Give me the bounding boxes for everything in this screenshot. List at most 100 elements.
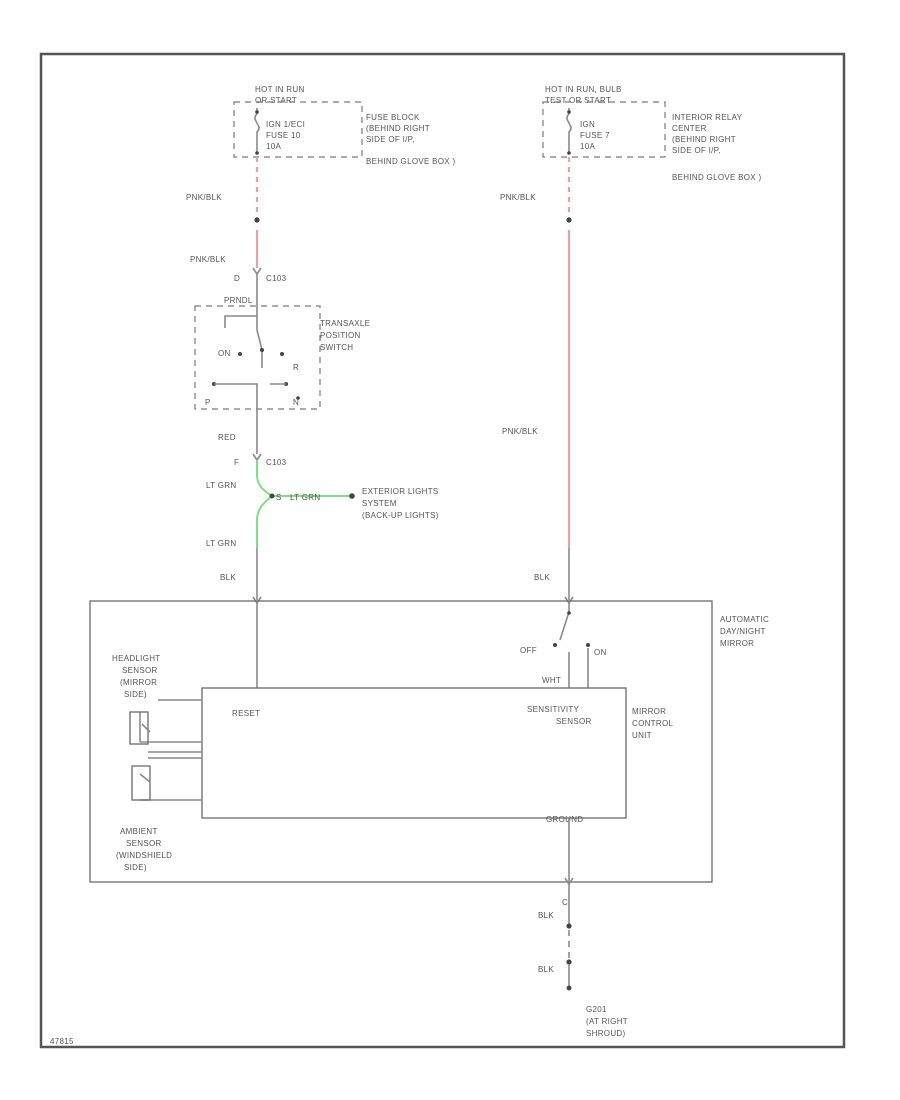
headlight-sensor-2: SENSOR bbox=[122, 666, 158, 675]
label-wht: WHT bbox=[542, 676, 561, 685]
ground-label-2: (AT RIGHT bbox=[586, 1017, 628, 1026]
fuse-right-element bbox=[566, 108, 572, 152]
node-left-1 bbox=[254, 217, 260, 223]
fuse-left-location-1: FUSE BLOCK bbox=[366, 113, 420, 122]
control-reset: RESET bbox=[232, 709, 260, 718]
figure-id: 47815 bbox=[50, 1037, 74, 1046]
automatic-day-night-mirror: AUTOMATIC DAY/NIGHT MIRROR OFF ON WHT RE… bbox=[89, 600, 769, 883]
mirror-off-label: OFF bbox=[520, 646, 537, 655]
ambient-sensor-body bbox=[131, 765, 151, 801]
ambient-sensor-2: SENSOR bbox=[126, 839, 162, 848]
label-ground-pin: C bbox=[562, 898, 568, 907]
mirror-on-label: ON bbox=[594, 648, 607, 657]
ambient-sensor-4: SIDE) bbox=[124, 863, 147, 872]
control-unit-3: UNIT bbox=[632, 731, 652, 740]
switch-pos-p: P bbox=[205, 398, 211, 407]
node-ground-2 bbox=[566, 959, 572, 965]
mirror-title-1: AUTOMATIC bbox=[720, 615, 769, 624]
connector-c103-bottom bbox=[252, 453, 262, 462]
fuse-right-header-2: TEST OR START bbox=[545, 96, 611, 105]
fuse-left-header-2: OR START bbox=[255, 96, 297, 105]
label-pnk-blk-2: PNK/BLK bbox=[190, 255, 226, 264]
mirror-control-unit bbox=[201, 687, 627, 819]
switch-wiper bbox=[224, 306, 263, 368]
connector-c103-top bbox=[252, 267, 262, 276]
switch-title-1: TRANSAXLE bbox=[320, 319, 370, 328]
wire-mirror-wht bbox=[568, 648, 589, 688]
label-c103-top: C103 bbox=[266, 274, 287, 283]
label-lt-grn-2: LT GRN bbox=[290, 493, 320, 502]
headlight-sensor-arrow bbox=[141, 723, 151, 733]
fuse-right-name-1: IGN bbox=[580, 120, 595, 129]
node-ground-1 bbox=[566, 923, 572, 929]
control-unit-2: CONTROL bbox=[632, 719, 673, 728]
mirror-switch-off bbox=[553, 643, 557, 647]
label-splice: S bbox=[276, 493, 282, 502]
ground-label-1: G201 bbox=[586, 1005, 607, 1014]
wire-mirror-switch-feed bbox=[559, 603, 570, 641]
headlight-sensor-body bbox=[129, 711, 149, 745]
fuse-left-header-1: HOT IN RUN bbox=[255, 85, 305, 94]
label-pnk-blk-3: PNK/BLK bbox=[500, 193, 536, 202]
mirror-outline bbox=[89, 600, 713, 883]
fuse-left-location-2: (BEHIND RIGHT bbox=[366, 124, 430, 133]
fuse-right-terminal-top bbox=[567, 110, 571, 114]
fuse-left-location-4: BEHIND GLOVE BOX ) bbox=[366, 157, 455, 166]
mirror-switch-pivot bbox=[567, 611, 571, 615]
label-lt-grn-1: LT GRN bbox=[206, 481, 236, 490]
ambient-sensor-arrow bbox=[139, 773, 151, 783]
fuse-left: HOT IN RUN OR START IGN 1/ECI FUSE 10 10… bbox=[233, 85, 455, 166]
label-blk-3: BLK bbox=[538, 911, 554, 920]
ground-terminal bbox=[566, 985, 572, 991]
label-c103-bottom-pin: F bbox=[234, 458, 239, 467]
label-lt-grn-3: LT GRN bbox=[206, 539, 236, 548]
fuse-left-element bbox=[254, 108, 260, 152]
label-red: RED bbox=[218, 433, 236, 442]
wire-lt-grn-splice bbox=[256, 460, 274, 548]
fuse-right-location-1: INTERIOR RELAY bbox=[672, 113, 743, 122]
control-sensitivity-2: SENSOR bbox=[556, 717, 592, 726]
label-blk-1: BLK bbox=[220, 573, 236, 582]
exterior-lights-1: EXTERIOR LIGHTS bbox=[362, 487, 439, 496]
exterior-lights-3: (BACK-UP LIGHTS) bbox=[362, 511, 439, 520]
switch-pos-on: ON bbox=[218, 349, 231, 358]
exterior-lights-2: SYSTEM bbox=[362, 499, 397, 508]
fuse-right-name-2: FUSE 7 bbox=[580, 131, 610, 140]
node-exterior bbox=[349, 493, 355, 499]
headlight-sensor-4: SIDE) bbox=[124, 690, 147, 699]
diagram-frame bbox=[39, 52, 846, 1049]
switch-pos-r: R bbox=[293, 363, 299, 372]
mirror-title-3: MIRROR bbox=[720, 639, 754, 648]
fuse-right-location-3: (BEHIND RIGHT bbox=[672, 135, 736, 144]
splice-node bbox=[269, 493, 275, 499]
fuse-left-name-1: IGN 1/ECI bbox=[266, 120, 305, 129]
fuse-right-location-2: CENTER bbox=[672, 124, 707, 133]
fuse-left-name-2: FUSE 10 bbox=[266, 131, 301, 140]
switch-contact-n bbox=[280, 352, 284, 356]
fuse-left-terminal-top bbox=[255, 110, 259, 114]
switch-lower-link bbox=[214, 383, 286, 392]
fuse-right-location-4: SIDE OF I/P, bbox=[672, 146, 721, 155]
headlight-sensor-1: HEADLIGHT bbox=[112, 654, 161, 663]
ground-label-3: SHROUD) bbox=[586, 1029, 625, 1038]
headlight-sensor-leads bbox=[139, 699, 202, 743]
switch-pos-n: N bbox=[293, 398, 299, 407]
mirror-title-2: DAY/NIGHT bbox=[720, 627, 766, 636]
label-c103-top-pin: D bbox=[234, 274, 240, 283]
fuse-right-name-3: 10A bbox=[580, 142, 595, 151]
fuse-right-box bbox=[542, 101, 666, 158]
ambient-sensor-3: (WINDSHIELD bbox=[116, 851, 172, 860]
control-sensitivity-1: SENSITIVITY bbox=[527, 705, 580, 714]
control-unit-1: MIRROR bbox=[632, 707, 666, 716]
label-blk-2: BLK bbox=[534, 573, 550, 582]
mirror-switch-on bbox=[586, 643, 590, 647]
label-c103-bottom: C103 bbox=[266, 458, 287, 467]
fuse-left-location-3: SIDE OF I/P, bbox=[366, 135, 415, 144]
label-pnk-blk-1: PNK/BLK bbox=[186, 193, 222, 202]
fuse-right-terminal-bottom bbox=[567, 151, 571, 155]
fuse-right-header-1: HOT IN RUN, BULB bbox=[545, 85, 622, 94]
switch-contact-on bbox=[238, 352, 242, 356]
fuse-right: HOT IN RUN, BULB TEST OR START IGN FUSE … bbox=[542, 85, 761, 182]
fuse-right-location-5: BEHIND GLOVE BOX ) bbox=[672, 173, 761, 182]
